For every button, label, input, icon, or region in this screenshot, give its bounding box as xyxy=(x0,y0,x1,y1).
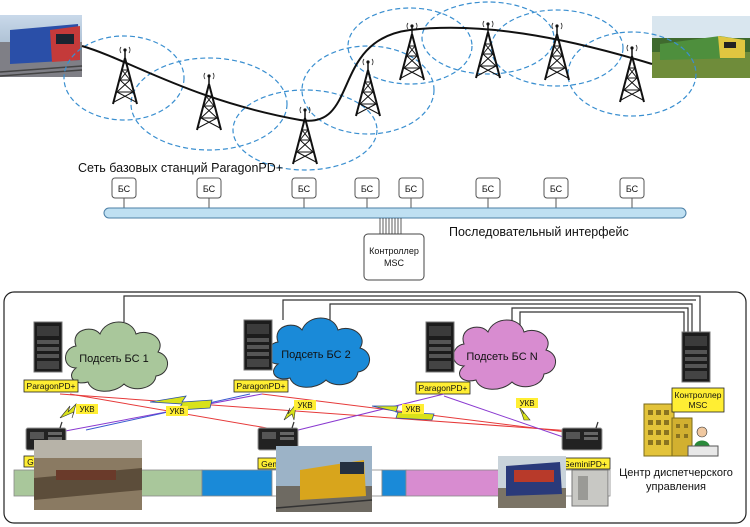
serial-interface-bar xyxy=(103,207,687,219)
ukv-tag: УКВ xyxy=(516,398,538,408)
coverage-cell xyxy=(63,35,185,121)
tower-icon xyxy=(619,44,645,103)
coverage-cell xyxy=(347,7,473,85)
paragon-label: ParagonPD+ xyxy=(237,381,286,391)
dispatch-center-label-line2: управления xyxy=(646,481,706,493)
paragon-tag-n: ParagonPD+ xyxy=(415,381,471,395)
coverage-cell xyxy=(130,57,288,151)
bs-label: БС xyxy=(298,184,311,194)
tower-icon xyxy=(544,22,570,81)
ukv-tag: УКВ xyxy=(294,400,316,410)
bs-box: БС xyxy=(543,177,569,199)
paragon-label: ParagonPD+ xyxy=(27,381,76,391)
network-label: Сеть базовых станций ParagonPD+ xyxy=(78,161,283,175)
subnet-cloud-1: Подсеть БС 1 xyxy=(65,321,168,392)
dispatch-center-label-line1: Центр диспетчерского xyxy=(619,467,733,479)
gemini-label: GeminiPD+ xyxy=(563,459,607,469)
bs-label: БС xyxy=(405,184,418,194)
ukv-label: УКВ xyxy=(297,401,312,410)
bs-box: БС xyxy=(398,177,424,199)
dispatch-controller-label-line1: Контроллер xyxy=(675,390,722,400)
backbone-cables xyxy=(123,295,701,332)
bs-label: БС xyxy=(361,184,374,194)
bs-label: БС xyxy=(482,184,495,194)
photo-yellow-locomotive xyxy=(275,446,373,512)
ukv-tag: УКВ xyxy=(402,404,424,414)
subnet-cloud-2: Подсеть БС 2 xyxy=(267,317,370,388)
paragon-tag-2: ParagonPD+ xyxy=(233,379,289,393)
bs-label: БС xyxy=(203,184,216,194)
bs-box: БС xyxy=(291,177,317,199)
photo-signal-cabinet xyxy=(571,469,609,507)
subnet-label-2: Подсеть БС 2 xyxy=(281,349,351,361)
ukv-label: УКВ xyxy=(169,407,184,416)
dispatch-controller-tag: Контроллер MSC xyxy=(671,387,725,413)
tower-icon xyxy=(112,46,138,105)
controller-wires xyxy=(379,218,402,234)
bs-label: БС xyxy=(626,184,639,194)
paragon-rack-1 xyxy=(33,321,63,373)
paragon-label: ParagonPD+ xyxy=(419,383,468,393)
tower-icons xyxy=(112,20,645,165)
bs-label: БС xyxy=(118,184,131,194)
coverage-cell xyxy=(490,9,624,87)
photo-red-locomotive xyxy=(498,456,566,508)
top-controller-box: Контроллер MSC xyxy=(363,233,425,281)
interface-label: Последовательный интерфейс xyxy=(449,225,629,239)
ukv-bolt-icon xyxy=(517,403,531,421)
train-photo-left xyxy=(0,15,83,77)
paragon-tag-1: ParagonPD+ xyxy=(23,379,79,393)
coverage-cell xyxy=(232,89,378,171)
bs-box: БС xyxy=(354,177,380,199)
ukv-label: УКВ xyxy=(405,405,420,414)
subnet-label-1: Подсеть БС 1 xyxy=(79,353,149,365)
ukv-tags: УКВ УКВ УКВ УКВ УКВ xyxy=(76,398,538,416)
bs-box: БС xyxy=(619,177,645,199)
bs-boxes: БС БС БС БС БС БС БС БС xyxy=(111,177,645,199)
bs-connectors xyxy=(123,198,633,208)
tower-icon xyxy=(196,72,222,131)
ukv-bolt-icon xyxy=(149,395,213,411)
coverage-cells xyxy=(63,1,697,171)
ukv-label: УКВ xyxy=(79,405,94,414)
paragon-rack-2 xyxy=(243,319,273,371)
top-controller-label-line2: MSC xyxy=(384,258,405,268)
coverage-cell xyxy=(301,45,435,135)
subnet-cloud-n: Подсеть БС N xyxy=(453,319,556,390)
bs-box: БС xyxy=(196,177,222,199)
ukv-tag: УКВ xyxy=(166,406,188,416)
photo-mining-yard xyxy=(34,440,142,510)
bs-box: БС xyxy=(475,177,501,199)
gemini-tag-n: GeminiPD+ xyxy=(559,457,611,470)
bs-box: БС xyxy=(111,177,137,199)
dispatch-controller-rack xyxy=(681,331,711,383)
paragon-rack-n xyxy=(425,321,455,373)
bs-label: БС xyxy=(550,184,563,194)
dispatch-controller-label-line2: MSC xyxy=(689,400,708,410)
operator-icon xyxy=(687,426,719,457)
train-route-line xyxy=(81,26,653,122)
ukv-label: УКВ xyxy=(519,399,534,408)
tower-icon xyxy=(355,58,381,117)
ukv-tag: УКВ xyxy=(76,404,98,414)
dispatch-building-icon xyxy=(643,403,693,457)
train-photo-right xyxy=(652,16,750,78)
top-controller-label-line1: Контроллер xyxy=(369,246,419,256)
subnet-label-n: Подсеть БС N xyxy=(466,351,537,363)
